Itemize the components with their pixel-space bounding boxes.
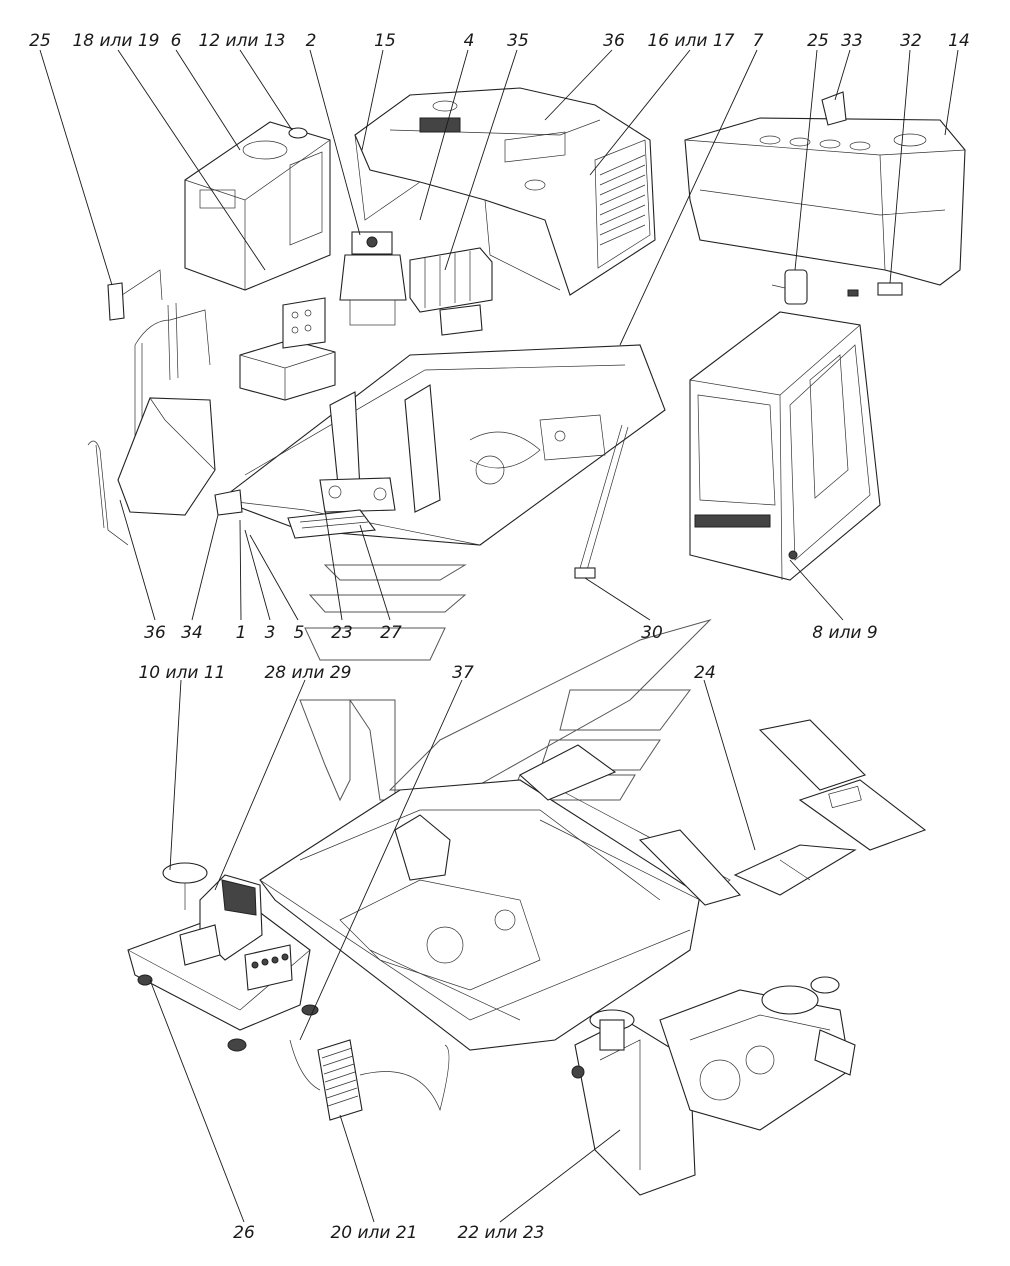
- leader-lines: [39, 49, 959, 1223]
- callout-26: 26: [233, 1223, 255, 1243]
- engine-hood: [354, 87, 656, 296]
- work-light: [847, 282, 903, 297]
- callout-33: 33: [841, 31, 863, 51]
- battery-box: [239, 297, 336, 401]
- callout-20-or-21: 20 или 21: [330, 1223, 417, 1243]
- callout-10-or-11: 10 или 11: [138, 663, 225, 683]
- callout-5: 5: [294, 623, 305, 643]
- callout-2: 2: [306, 31, 317, 51]
- floor-plates: [519, 719, 927, 906]
- tank-assembly: [184, 121, 331, 291]
- callout-25-right: 25: [807, 31, 829, 51]
- callout-3: 3: [265, 623, 276, 643]
- callout-7: 7: [753, 31, 764, 51]
- callout-15: 15: [374, 31, 396, 51]
- callout-4: 4: [464, 31, 475, 51]
- oil-cooler: [289, 1039, 450, 1121]
- engine-radiator: [571, 976, 856, 1196]
- mirror-right: [771, 269, 808, 305]
- counterweight: [684, 91, 966, 286]
- side-cover: [117, 397, 216, 516]
- callout-36-top: 36: [603, 31, 625, 51]
- callout-6: 6: [171, 31, 182, 51]
- swing-motor: [339, 231, 407, 326]
- callout-18-or-19: 18 или 19: [72, 31, 159, 51]
- mirror-left: [107, 269, 163, 321]
- callout-25: 25: [29, 31, 51, 51]
- logo-watermark: [299, 564, 712, 802]
- callout-1: 1: [236, 623, 247, 643]
- callout-14: 14: [948, 31, 970, 51]
- callout-28-or-29: 28 или 29: [264, 663, 351, 683]
- callout-22-or-23: 22 или 23: [457, 1223, 544, 1243]
- callout-35: 35: [507, 31, 529, 51]
- callout-34: 34: [181, 623, 203, 643]
- callout-37: 37: [452, 663, 474, 683]
- callout-16-or-17: 16 или 17: [647, 31, 734, 51]
- callout-labels: 25 18 или 19 6 12 или 13 2 15 4 35 36 16…: [29, 31, 970, 1243]
- callout-30: 30: [641, 623, 663, 643]
- operator-cab: [689, 311, 881, 581]
- callout-24: 24: [694, 663, 716, 683]
- hood-strut: [574, 424, 629, 579]
- turntable-frame: [214, 344, 666, 546]
- operator-seat-platform: [127, 862, 319, 1052]
- callout-36-bottom: 36: [144, 623, 166, 643]
- platform-frame: [259, 779, 731, 1051]
- callout-32: 32: [900, 31, 922, 51]
- control-valve: [409, 247, 493, 336]
- callout-8-or-9: 8 или 9: [812, 623, 877, 643]
- callout-12-or-13: 12 или 13: [198, 31, 285, 51]
- callout-27: 27: [380, 623, 402, 643]
- callout-23: 23: [331, 623, 353, 643]
